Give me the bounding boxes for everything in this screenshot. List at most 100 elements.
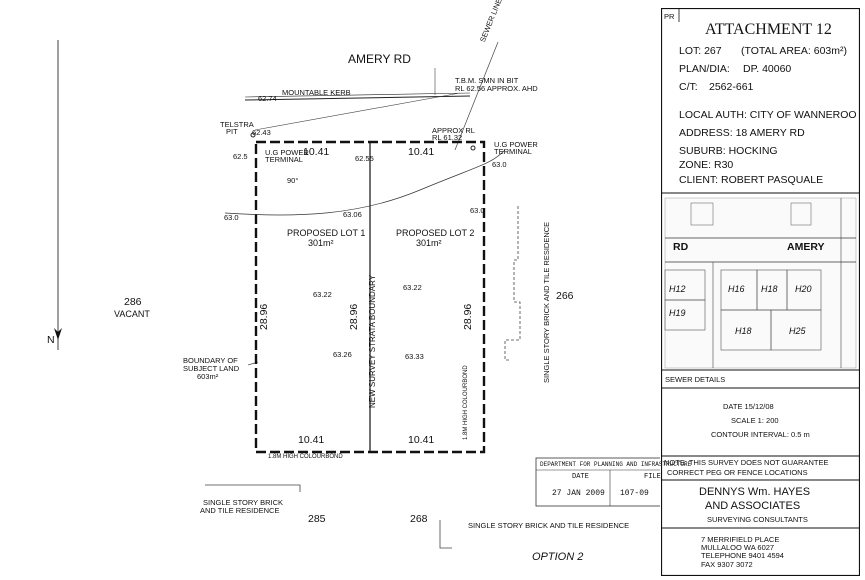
spot-level: 63.22 <box>313 290 332 299</box>
dim-bottom-right: 10.41 <box>408 434 435 446</box>
company-address-1: 7 MERRIFIELD PLACE <box>701 535 780 544</box>
dim-right: 28.96 <box>462 303 474 330</box>
telstra-label: TELSTRA <box>220 120 254 129</box>
boundary-label: BOUNDARY OF <box>183 356 238 365</box>
sewer-lot: H16 <box>728 284 745 294</box>
lot-285-label: 285 <box>308 513 326 525</box>
residence-bl-label-2: AND TILE RESIDENCE <box>200 506 280 515</box>
lot1-label: PROPOSED LOT 1 <box>287 228 366 238</box>
lot-266-label: 266 <box>556 290 574 302</box>
dim-bottom-left: 10.41 <box>298 434 325 446</box>
ug-power-left-label: U.G POWER <box>265 148 309 157</box>
spot-level: 63.33 <box>405 352 424 361</box>
boundary-leader <box>247 361 259 366</box>
spot-level: 63.06 <box>343 210 362 219</box>
lot2-label: PROPOSED LOT 2 <box>396 228 475 238</box>
pr-label: PR <box>664 12 675 21</box>
angle-label: 90° <box>287 176 299 185</box>
company-name: DENNYS Wm. HAYES <box>699 486 811 498</box>
residence-bl-label: SINGLE STORY BRICK <box>203 498 284 507</box>
spot-level: 63.22 <box>403 283 422 292</box>
sewer-line <box>454 41 499 151</box>
plan-number: DP. 40060 <box>743 63 792 75</box>
lot2-area: 301m² <box>416 238 442 248</box>
dim-top-right: 10.41 <box>408 146 435 158</box>
north-label: N <box>47 334 55 346</box>
residence-right-label: SINGLE STORY BRICK AND TILE RESIDENCE <box>542 221 551 383</box>
road-label: AMERY RD <box>348 52 411 66</box>
residence-outline-bottom-left <box>205 484 301 492</box>
title-panel: PR ATTACHMENT 12 LOT: 267 (TOTAL AREA: 6… <box>661 8 860 576</box>
tbm-rl-label: RL 62.56 APPROX. AHD <box>455 84 538 93</box>
telstra-pit-marker <box>250 132 256 138</box>
telstra-pit-label: PIT <box>226 127 238 136</box>
note-line-2: CORRECT PEG OR FENCE LOCATIONS <box>667 468 808 477</box>
stamp-date-label: DATE <box>572 473 589 481</box>
spot-level: 62.55 <box>355 154 374 163</box>
contour-label: 63.0 <box>470 206 485 215</box>
stamp-file-value: 107-09 <box>620 489 649 498</box>
sewer-lot: H25 <box>789 326 806 336</box>
sewer-street-rd: RD <box>673 241 689 253</box>
stamp-date-value: 27 JAN 2009 <box>552 489 605 498</box>
company-name-2: AND ASSOCIATES <box>705 500 801 512</box>
contour-label: 62.5 <box>233 152 248 161</box>
boundary-label-2: SUBJECT LAND <box>183 364 240 373</box>
sewer-caption: SEWER DETAILS <box>665 375 726 384</box>
fence-bottom-label: 1.8M HIGH COLOURBOND <box>268 454 343 460</box>
total-area-label: (TOTAL AREA: 603m²) <box>741 45 847 57</box>
scale: SCALE 1: 200 <box>731 416 779 425</box>
contour-label: 63.0 <box>224 213 239 222</box>
vacant-label: VACANT <box>114 309 150 319</box>
mountable-kerb-label: MOUNTABLE KERB <box>282 88 351 97</box>
residence-outline-right <box>504 206 521 361</box>
strata-boundary-label: NEW SURVEY STRATA BOUNDARY <box>368 274 377 408</box>
company-telephone: TELEPHONE 9401 4594 <box>701 551 784 560</box>
residence-outline-bottom-right <box>439 520 452 549</box>
client: CLIENT: ROBERT PASQUALE <box>679 174 824 186</box>
tbm-label: T.B.M. SMN IN BIT <box>455 76 519 85</box>
sewer-lot: H12 <box>669 284 686 294</box>
sewer-lot: H19 <box>669 308 686 318</box>
dim-top-left: 10.41 <box>303 146 330 158</box>
dim-left: 28.96 <box>258 303 270 330</box>
lot-286-label: 286 <box>124 296 142 308</box>
local-auth: LOCAL AUTH: CITY OF WANNEROO <box>679 109 857 121</box>
company-fax: FAX 9307 3072 <box>701 560 753 569</box>
sewer-map <box>664 197 857 369</box>
company-address-2: MULLALOO WA 6027 <box>701 543 775 552</box>
power-terminal-marker <box>470 145 476 151</box>
note-line-1: NOTE: THIS SURVEY DOES NOT GUARANTEE <box>664 458 829 467</box>
title-panel-frame <box>661 8 860 576</box>
lot1-area: 301m² <box>308 238 334 248</box>
lot-268-label: 268 <box>410 513 428 525</box>
option-label: OPTION 2 <box>532 551 584 563</box>
road-kerb-line <box>244 92 471 98</box>
ct-label: C/T: <box>679 81 698 93</box>
ug-power-right-label: U.G POWER <box>494 140 538 149</box>
spot-level: 62.74 <box>258 94 277 103</box>
ug-power-right-terminal: TERMINAL <box>494 147 532 156</box>
spot-level: 62.43 <box>252 128 271 137</box>
sewer-lot: H20 <box>795 284 812 294</box>
dim-middle: 28.96 <box>348 303 360 330</box>
fence-right-label: 1.8M HIGH COLOURBOND <box>463 365 469 440</box>
stamp-file-label: FILE <box>644 473 661 481</box>
sewer-street-amery: AMERY <box>787 241 825 253</box>
road-kerb-line <box>244 95 471 101</box>
boundary-area: 603m² <box>197 372 219 381</box>
site-plan-drawing <box>54 40 660 549</box>
plan-label: PLAN/DIA: <box>679 63 730 75</box>
north-arrow-icon <box>54 328 62 340</box>
stamp-dept: DEPARTMENT FOR PLANNING AND INFRASTRUCTU… <box>540 461 692 468</box>
date: DATE 15/12/08 <box>723 402 774 411</box>
zone: ZONE: R30 <box>679 159 734 171</box>
service-line <box>254 92 461 131</box>
lot-label: LOT: 267 <box>679 45 722 57</box>
address: ADDRESS: 18 AMERY RD <box>679 127 805 139</box>
contour-label: 63.0 <box>492 160 507 169</box>
sewer-lot: H18 <box>761 284 778 294</box>
sewer-lot: H18 <box>735 326 752 336</box>
contour-line <box>224 149 506 216</box>
spot-level: 63.26 <box>333 350 352 359</box>
